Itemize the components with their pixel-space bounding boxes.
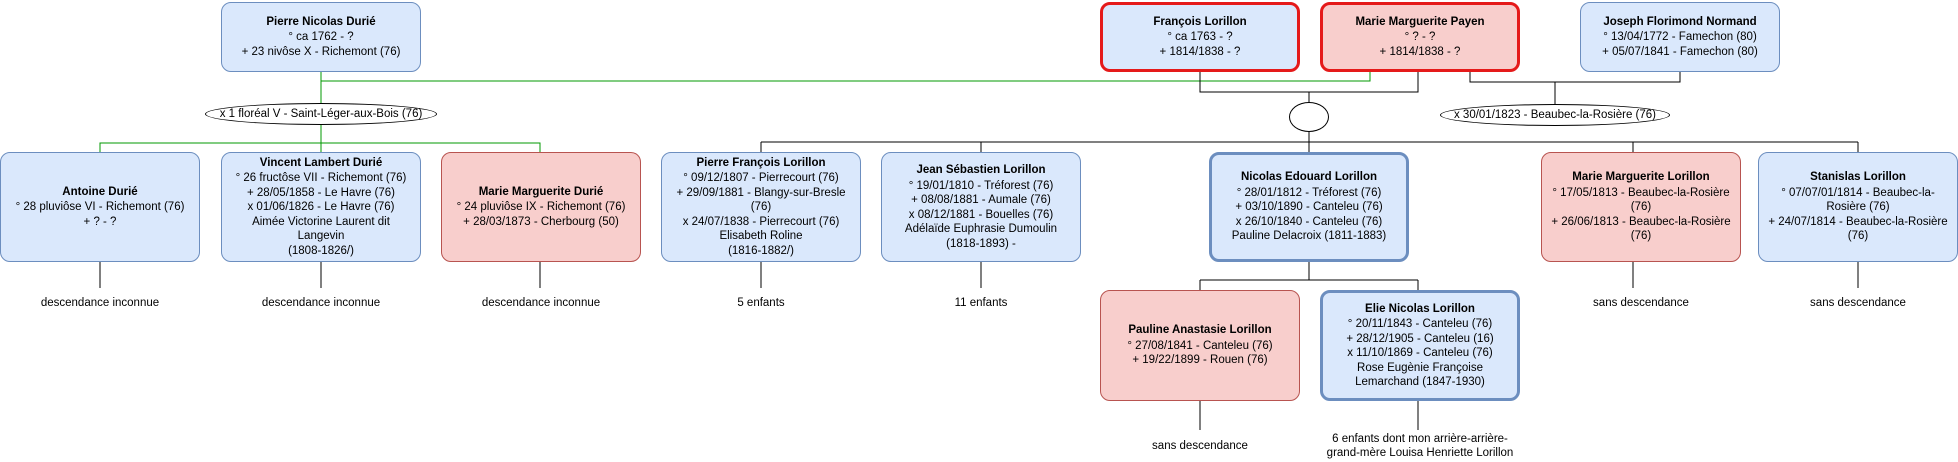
person-birth: ° 19/01/1810 - Tréforest (76) xyxy=(908,179,1054,192)
person-pierre-francois-lorillon[interactable]: Pierre François Lorillon ° 09/12/1807 - … xyxy=(661,152,861,262)
marriage-normand: x 30/01/1823 - Beaubec-la-Rosière (76) xyxy=(1440,104,1670,126)
person-vincent-lambert-durie[interactable]: Vincent Lambert Durié ° 26 fructôse VII … xyxy=(221,152,421,262)
person-birth: ° ca 1763 - ? xyxy=(1167,31,1233,44)
person-death: + 1814/1838 - ? xyxy=(1159,45,1241,58)
person-death: + ? - ? xyxy=(83,215,117,228)
person-name: Marie Marguerite Durié xyxy=(478,185,604,198)
person-name: Vincent Lambert Durié xyxy=(259,156,383,169)
person-name: Marie Marguerite Lorillon xyxy=(1572,171,1710,184)
person-death: + 28/03/1873 - Cherbourg (50) xyxy=(463,215,619,228)
person-death: + 23 nivôse X - Richemont (76) xyxy=(241,45,401,58)
person-name: Stanislas Lorillon xyxy=(1810,171,1906,184)
person-birth: ° 20/11/1843 - Canteleu (76) xyxy=(1347,318,1493,330)
person-death: + 28/12/1905 - Canteleu (16) xyxy=(1346,332,1494,345)
person-spouse: Adélaïde Euphrasie Dumoulin xyxy=(904,223,1058,235)
person-birth: ° ? - ? xyxy=(1404,31,1436,44)
person-spouse: Rose Eugènie Françoise Lemarchand (1847-… xyxy=(1355,361,1485,389)
person-name: Pauline Anastasie Lorillon xyxy=(1128,324,1272,337)
person-birth: ° 17/05/1813 - Beaubec-la-Rosière (76) xyxy=(1552,186,1730,214)
note-marie-lorillon: sans descendance xyxy=(1593,297,1689,309)
person-death: + 24/07/1814 - Beaubec-la-Rosière (76) xyxy=(1768,215,1948,243)
nicolas-children-connector xyxy=(1199,262,1419,290)
person-death: + 03/10/1890 - Canteleu (76) xyxy=(1235,201,1383,214)
person-birth: ° 28 pluviôse VI - Richemont (76) xyxy=(15,201,185,214)
person-name: Jean Sébastien Lorillon xyxy=(916,164,1046,176)
note-pauline: sans descendance xyxy=(1152,440,1248,452)
person-antoine-durie[interactable]: Antoine Durié ° 28 pluviôse VI - Richemo… xyxy=(0,152,200,262)
person-birth: ° ca 1762 - ? xyxy=(288,31,354,44)
person-name: Joseph Florimond Normand xyxy=(1603,15,1757,28)
person-birth: ° 24 pluviôse IX - Richemont (76) xyxy=(456,201,626,214)
durie-connector xyxy=(99,72,1371,152)
person-marie-marguerite-payen[interactable]: Marie Marguerite Payen ° ? - ? + 1814/18… xyxy=(1320,2,1520,72)
person-name: Elie Nicolas Lorillon xyxy=(1365,302,1475,315)
normand-connector xyxy=(1469,72,1681,104)
person-spouse: Aimée Victorine Laurent dit Langevin xyxy=(252,215,390,243)
person-death: + 08/08/1881 - Aumale (76) xyxy=(911,194,1051,206)
note-stanislas: sans descendance xyxy=(1810,297,1906,309)
person-name: Antoine Durié xyxy=(62,185,138,198)
person-birth: ° 28/01/1812 - Tréforest (76) xyxy=(1236,186,1382,199)
marriage-lorillon xyxy=(1289,102,1329,132)
person-elie-nicolas-lorillon[interactable]: Elie Nicolas Lorillon ° 20/11/1843 - Can… xyxy=(1320,290,1520,401)
person-marriage: x 24/07/1838 - Pierrecourt (76) xyxy=(682,215,840,228)
person-birth: ° 27/08/1841 - Canteleu (76) xyxy=(1127,339,1273,352)
person-birth: ° 09/12/1807 - Pierrecourt (76) xyxy=(683,172,839,185)
lorillon-parents-connector xyxy=(1199,72,1419,102)
person-spouse: Pauline Delacroix (1811-1883) xyxy=(1231,230,1387,243)
note-vincent: descendance inconnue xyxy=(261,297,381,309)
note-jean: 11 enfants xyxy=(954,297,1008,309)
person-spouse-dates: (1808-1826/) xyxy=(288,244,354,257)
person-marie-marguerite-durie[interactable]: Marie Marguerite Durié ° 24 pluviôse IX … xyxy=(441,152,641,262)
person-birth: ° 26 fructôse VII - Richemont (76) xyxy=(235,172,407,185)
note-marie-durie: descendance inconnue xyxy=(481,297,601,309)
person-marriage: x 11/10/1869 - Canteleu (76) xyxy=(1347,347,1493,359)
person-birth: ° 13/04/1772 - Famechon (80) xyxy=(1603,31,1757,44)
person-death: + 05/07/1841 - Famechon (80) xyxy=(1602,45,1758,58)
person-death: + 28/05/1858 - Le Havre (76) xyxy=(247,186,395,199)
note-elie: 6 enfants dont mon arrière-arrière-grand… xyxy=(1326,433,1514,459)
person-name: Pierre François Lorillon xyxy=(696,156,826,169)
person-death: + 29/09/1881 - Blangy-sur-Bresle (76) xyxy=(676,186,846,214)
lorillon-children-connector xyxy=(760,132,1859,152)
person-death: + 26/06/1813 - Beaubec-la-Rosière (76) xyxy=(1551,215,1731,243)
person-pauline-anastasie-lorillon[interactable]: Pauline Anastasie Lorillon ° 27/08/1841 … xyxy=(1100,290,1300,401)
marriage-label: x 1 floréal V - Saint-Léger-aux-Bois (76… xyxy=(219,108,423,120)
person-marie-marguerite-lorillon[interactable]: Marie Marguerite Lorillon ° 17/05/1813 -… xyxy=(1541,152,1741,262)
person-spouse-dates: (1818-1893) - xyxy=(946,237,1016,250)
person-spouse: Elisabeth Roline xyxy=(719,230,803,243)
person-name: Nicolas Edouard Lorillon xyxy=(1240,171,1378,184)
person-marriage: x 01/06/1826 - Le Havre (76) xyxy=(247,201,395,214)
marriage-durie: x 1 floréal V - Saint-Léger-aux-Bois (76… xyxy=(205,103,437,125)
person-jean-sebastien-lorillon[interactable]: Jean Sébastien Lorillon ° 19/01/1810 - T… xyxy=(881,152,1081,262)
person-francois-lorillon[interactable]: François Lorillon ° ca 1763 - ? + 1814/1… xyxy=(1100,2,1300,72)
person-death: + 1814/1838 - ? xyxy=(1379,45,1461,58)
person-marriage: x 08/12/1881 - Bouelles (76) xyxy=(908,208,1054,221)
descendance-stems xyxy=(99,262,1859,430)
person-spouse-dates: (1816-1882/) xyxy=(728,244,794,257)
person-name: Marie Marguerite Payen xyxy=(1355,15,1485,28)
person-nicolas-edouard-lorillon[interactable]: Nicolas Edouard Lorillon ° 28/01/1812 - … xyxy=(1209,152,1409,262)
person-birth: ° 07/07/01/1814 - Beaubec-la-Rosière (76… xyxy=(1781,186,1935,214)
person-name: François Lorillon xyxy=(1153,15,1247,28)
person-marriage: x 26/10/1840 - Canteleu (76) xyxy=(1235,215,1383,228)
person-pierre-nicolas-durie[interactable]: Pierre Nicolas Durié ° ca 1762 - ? + 23 … xyxy=(221,2,421,72)
person-death: + 19/22/1899 - Rouen (76) xyxy=(1132,354,1268,367)
note-antoine: descendance inconnue xyxy=(40,297,160,309)
person-name: Pierre Nicolas Durié xyxy=(266,15,376,28)
person-joseph-florimond-normand[interactable]: Joseph Florimond Normand ° 13/04/1772 - … xyxy=(1580,2,1780,72)
note-pierre-francois: 5 enfants xyxy=(737,297,785,309)
marriage-label: x 30/01/1823 - Beaubec-la-Rosière (76) xyxy=(1453,109,1656,121)
person-stanislas-lorillon[interactable]: Stanislas Lorillon ° 07/07/01/1814 - Bea… xyxy=(1758,152,1958,262)
